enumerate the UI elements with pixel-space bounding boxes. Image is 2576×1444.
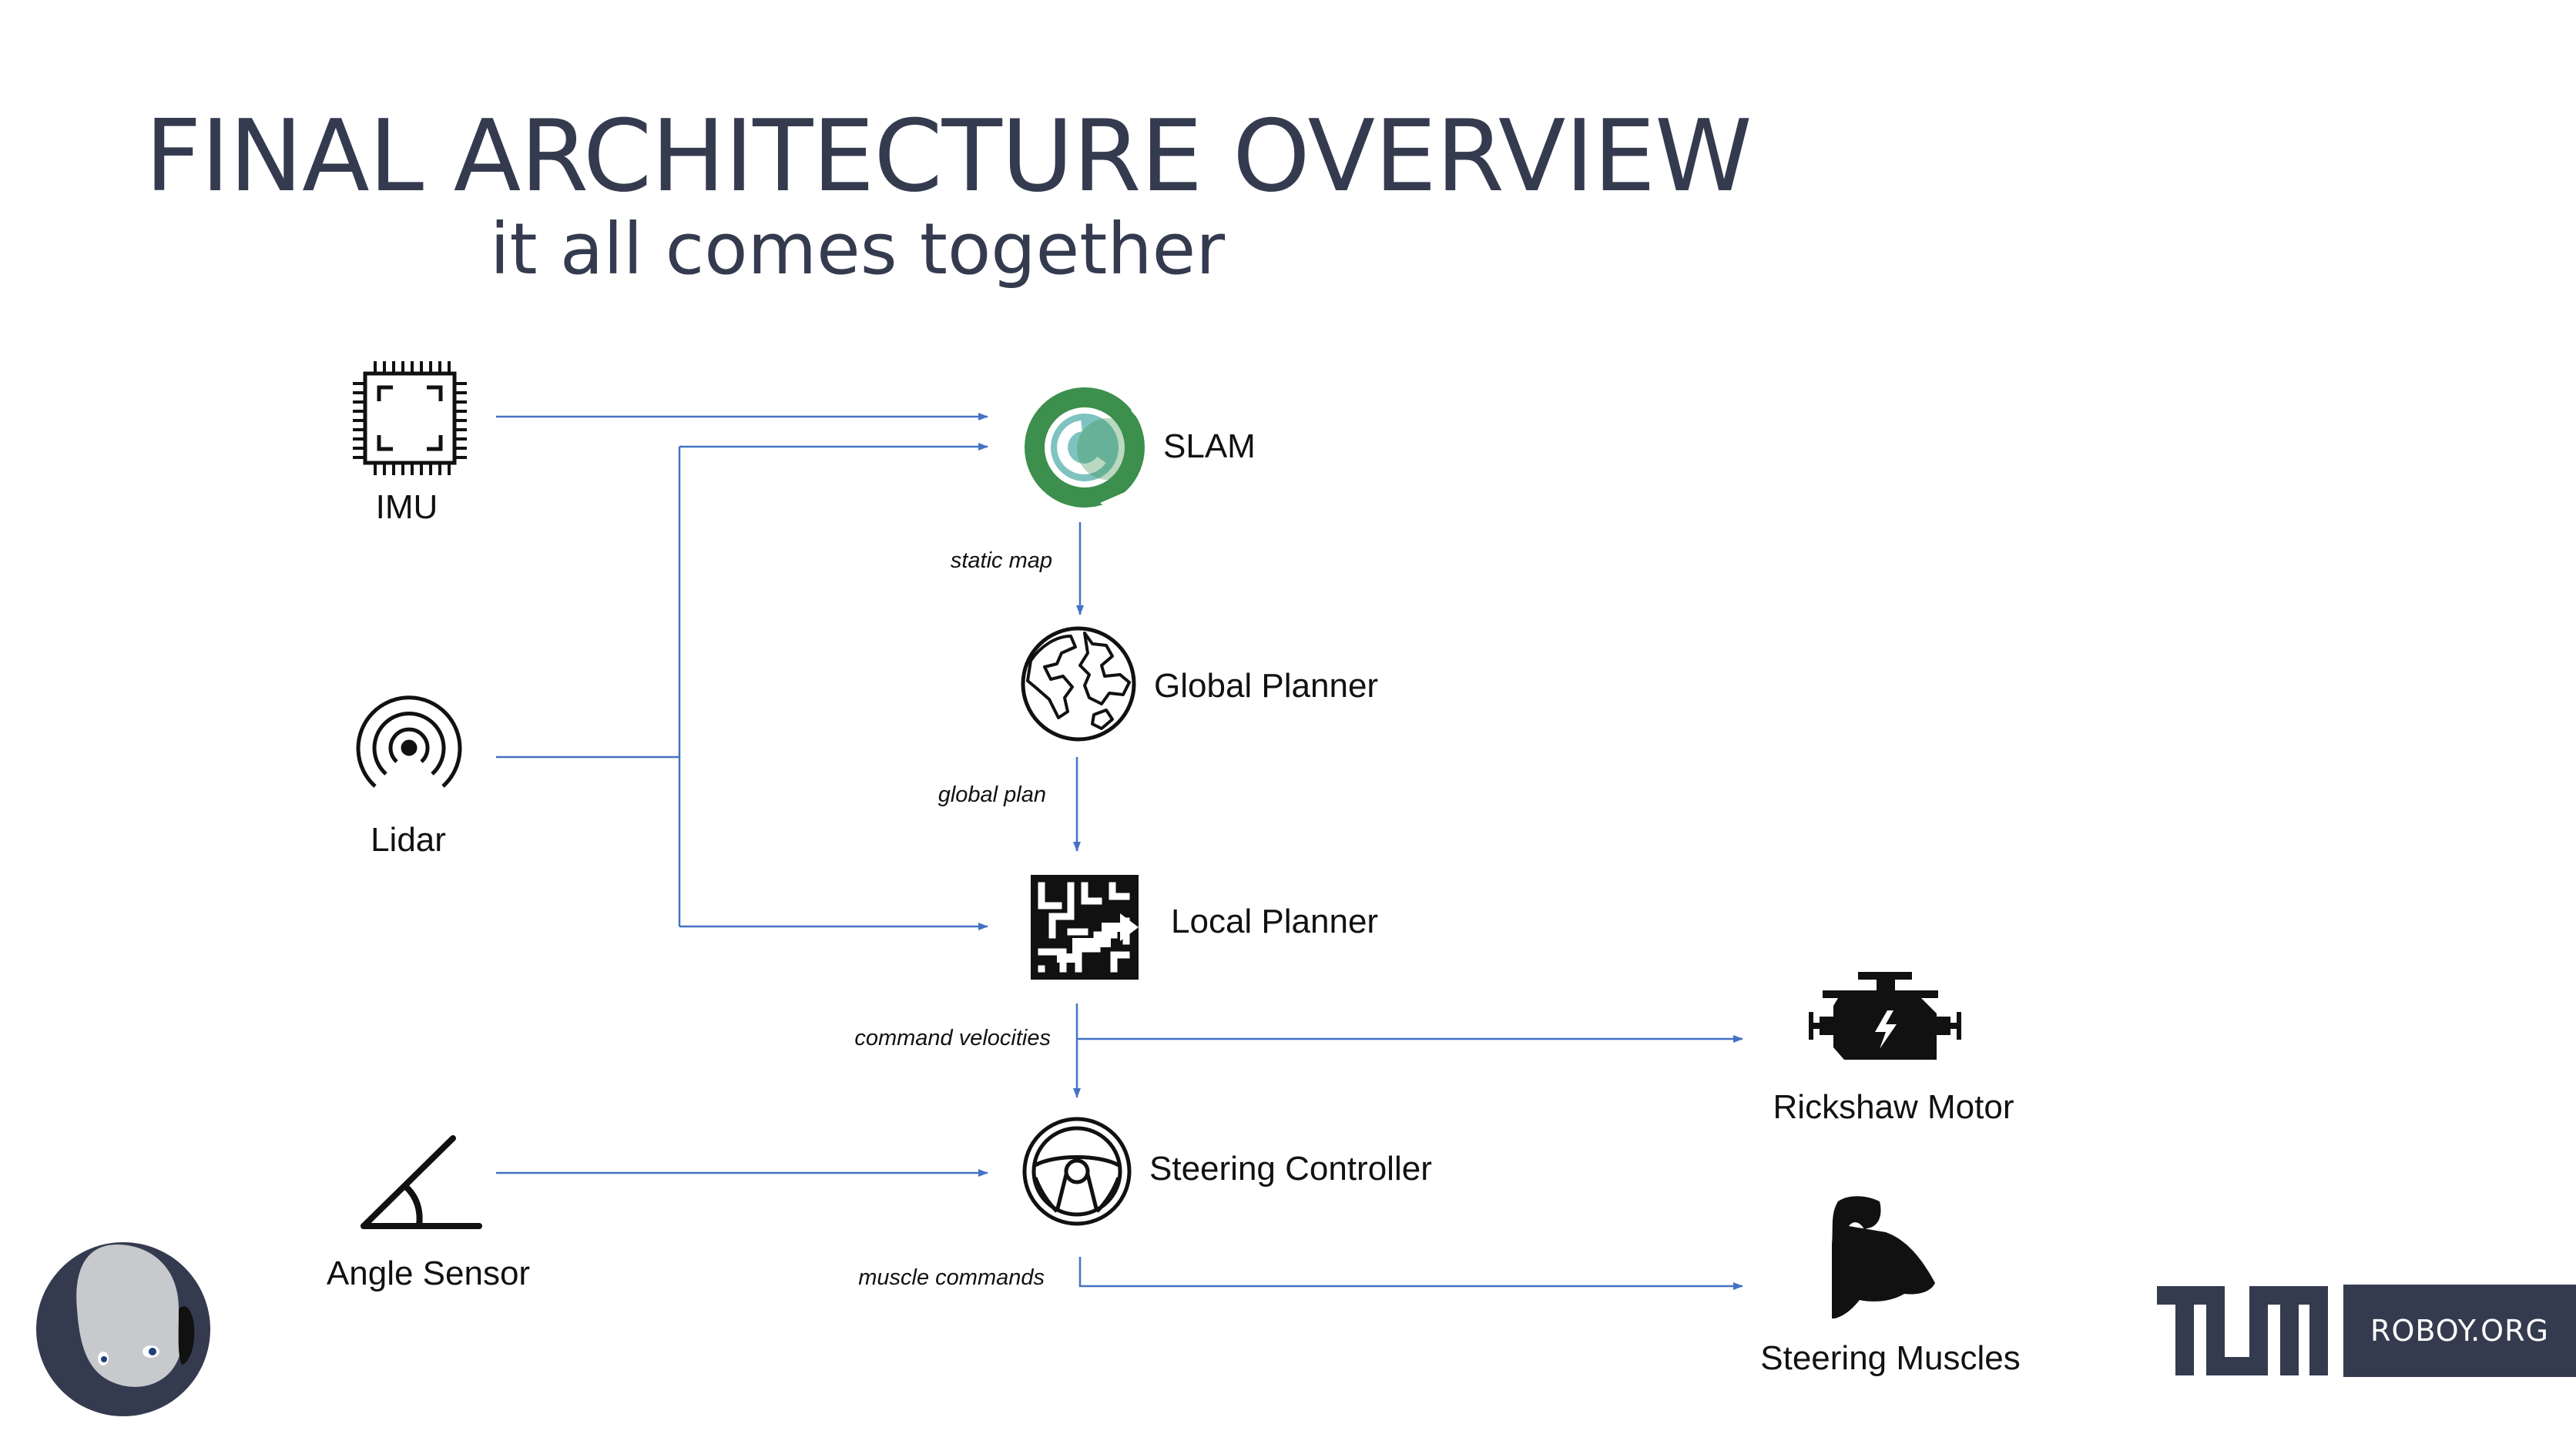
tum-logo xyxy=(2157,1286,2328,1375)
lidar-icon xyxy=(356,695,462,788)
edge-label-command-velocities: command velocities xyxy=(854,1026,1051,1050)
rickshaw-motor-label: Rickshaw Motor xyxy=(1773,1088,2014,1126)
globe-icon xyxy=(1021,626,1136,742)
imu-label: IMU xyxy=(376,488,438,526)
slide-title: FINAL ARCHITECTURE OVERVIEW xyxy=(145,99,1753,214)
global-planner-label: Global Planner xyxy=(1154,667,1378,705)
chip-icon xyxy=(353,361,467,475)
slam-label: SLAM xyxy=(1163,427,1256,465)
maze-icon xyxy=(1031,875,1139,980)
steering-muscles-label: Steering Muscles xyxy=(1760,1339,2020,1377)
roboy-face-logo xyxy=(36,1242,210,1416)
local-planner-label: Local Planner xyxy=(1171,903,1378,940)
angle-icon xyxy=(361,1135,482,1229)
connectors xyxy=(496,413,1743,1290)
arrow-to-steering-muscles xyxy=(1078,1257,1743,1290)
edge-label-global-plan: global plan xyxy=(938,782,1046,807)
slide-subtitle: it all comes together xyxy=(490,208,1226,290)
steering-controller-label: Steering Controller xyxy=(1149,1150,1432,1188)
edge-label-static-map: static map xyxy=(951,548,1052,573)
angle-sensor-label: Angle Sensor xyxy=(327,1255,530,1292)
edge-label-muscle-commands: muscle commands xyxy=(858,1265,1045,1290)
slam-icon xyxy=(1025,387,1149,514)
roboy-org-link[interactable]: ROBOY.ORG xyxy=(2343,1285,2576,1377)
bicep-icon xyxy=(1832,1196,1935,1318)
steering-wheel-icon xyxy=(1022,1117,1132,1226)
engine-icon xyxy=(1809,972,1961,1060)
lidar-label: Lidar xyxy=(371,821,446,859)
